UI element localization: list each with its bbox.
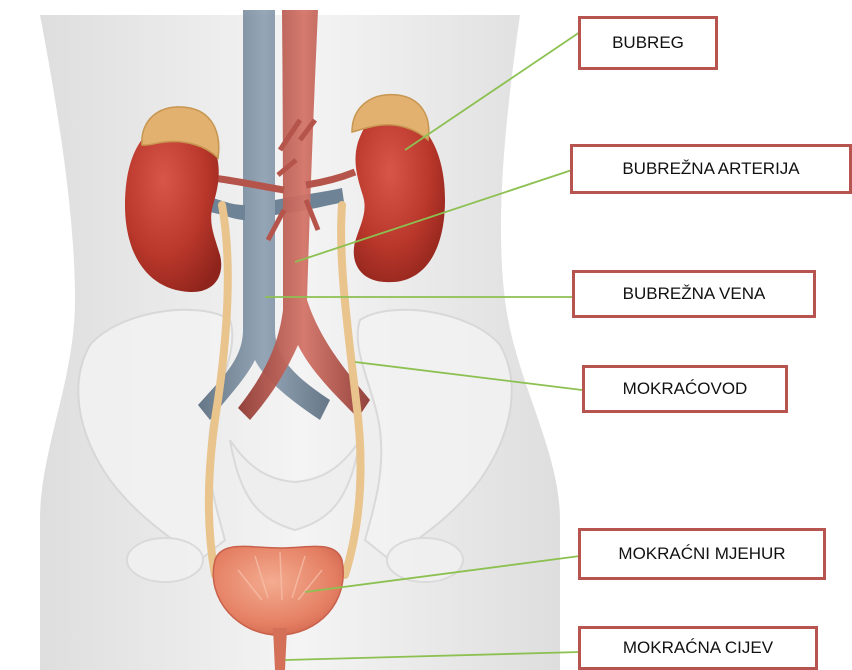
label-bubrezna-vena: BUBREŽNA VENA: [572, 270, 816, 318]
label-mokracovod: MOKRAĆOVOD: [582, 365, 788, 413]
label-mokracna-cijev: MOKRAĆNA CIJEV: [578, 626, 818, 670]
urethra: [273, 628, 287, 670]
label-bubrezna-arterija: BUBREŽNA ARTERIJA: [570, 144, 852, 194]
label-mokracni-mjehur: MOKRAĆNI MJEHUR: [578, 528, 826, 580]
label-bubreg: BUBREG: [578, 16, 718, 70]
